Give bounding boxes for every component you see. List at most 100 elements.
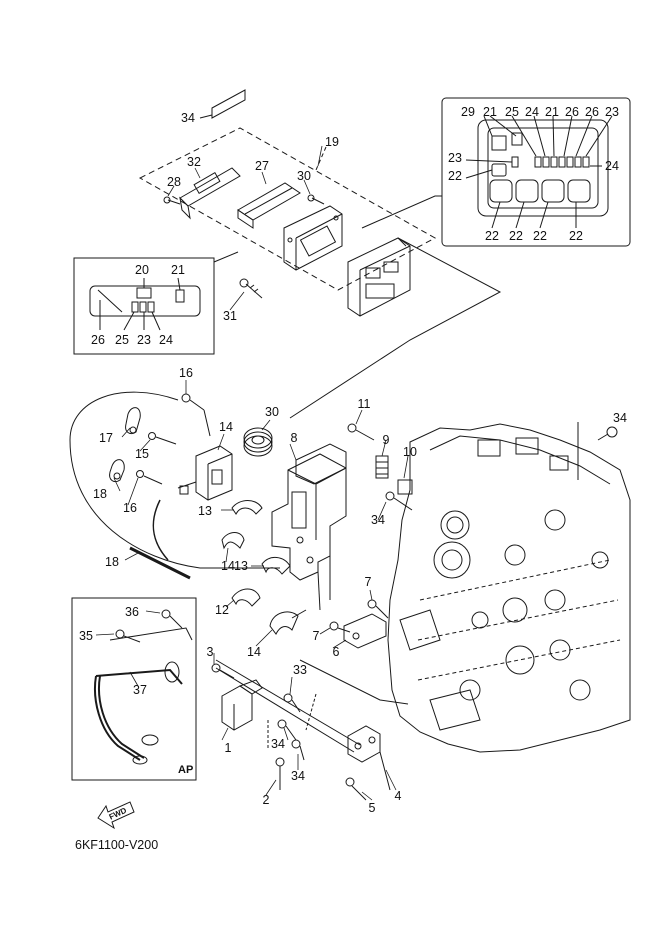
- callout-callouts-42: 34: [181, 111, 195, 125]
- callout-callouts-20: 16: [179, 366, 193, 380]
- inset-ap-tag: AP: [178, 764, 193, 776]
- callout-callouts-37: 33: [293, 663, 307, 677]
- clamp-13-upper-shape: [231, 500, 263, 515]
- screw-30-left-shape: [163, 196, 181, 205]
- callout-callouts-34: 28: [167, 175, 181, 189]
- callout-callouts-16: 14: [247, 645, 261, 659]
- clamp-13-lower-shape: [261, 557, 291, 575]
- callout-detail_bottom_labels-0: 22: [485, 229, 499, 243]
- callout-callouts-35: 30: [297, 169, 311, 183]
- callout-callouts-39: 34: [291, 769, 305, 783]
- callout-callouts-5: 6: [333, 645, 340, 659]
- callout-callouts-15: 14: [221, 559, 235, 573]
- callout-callouts-32: 32: [187, 155, 201, 169]
- callout-callouts-7: 7: [313, 629, 320, 643]
- callout-callouts-14: 13: [234, 559, 248, 573]
- ecu-module-shape: [347, 237, 411, 317]
- callout-detail_side_labels-2: 24: [605, 159, 619, 173]
- bracket-8-shape: [271, 443, 347, 611]
- callout-detail_top_labels-1: 21: [483, 105, 497, 119]
- callout-callouts-22: 18: [93, 487, 107, 501]
- callout-callouts-24: 19: [325, 135, 339, 149]
- bolt-34-bottom-shape: [291, 739, 305, 761]
- callout-callouts-3: 4: [395, 789, 402, 803]
- rubber-33-shape: [243, 427, 273, 457]
- callout-callouts-33: 27: [255, 159, 269, 173]
- bolt-3-shape: [211, 663, 235, 679]
- callout-leaders: [95, 145, 409, 801]
- callout-callouts-21: 17: [99, 431, 113, 445]
- ecu-housing-shape: [283, 205, 343, 271]
- detail-box-right: [441, 97, 631, 247]
- clamp-14-lower-shape: [269, 609, 307, 635]
- callout-callouts-40: 34: [371, 513, 385, 527]
- callout-callouts-31: 31: [223, 309, 237, 323]
- bolt-34-upper-shape: [385, 491, 413, 511]
- screw-16-lower-shape: [136, 470, 163, 485]
- harness-19-shape: [69, 391, 280, 580]
- bolt-7-lower-shape: [329, 621, 351, 633]
- callout-callouts-8: 8: [291, 431, 298, 445]
- callout-callouts-23: 18: [105, 555, 119, 569]
- callout-callouts-26: 21: [171, 263, 185, 277]
- callout-callouts-19: 16: [123, 501, 137, 515]
- callout-callouts-6: 7: [365, 575, 372, 589]
- callout-detail_side_labels-0: 23: [448, 151, 462, 165]
- clip-18-lower-shape: [109, 459, 125, 483]
- callout-callouts-11: 11: [358, 397, 371, 411]
- bracket-6-shape: [343, 613, 387, 649]
- callout-callouts-13: 13: [198, 504, 212, 518]
- callout-callouts-2: 3: [207, 645, 214, 659]
- callout-detail_top_labels-3: 24: [525, 105, 539, 119]
- callout-callouts-4: 5: [369, 801, 376, 815]
- holder-4-shape: [347, 725, 391, 791]
- callout-callouts-10: 10: [403, 445, 417, 459]
- screw-16-upper-shape: [148, 432, 177, 445]
- bolt-34-lower-shape: [277, 719, 297, 741]
- bolt-34-right-shape: [577, 422, 618, 480]
- callout-callouts-27: 25: [115, 333, 129, 347]
- relay-1-shape: [215, 659, 361, 753]
- callout-detail_top_labels-2: 25: [505, 105, 519, 119]
- callout-callouts-41: 34: [613, 411, 627, 425]
- bolt-11-shape: [347, 423, 375, 441]
- callout-detail_top_labels-0: 29: [461, 105, 475, 119]
- bolt-34-mid-shape: [283, 693, 301, 713]
- callout-callouts-28: 23: [137, 333, 151, 347]
- drawing-code: 6KF1100-V200: [75, 838, 158, 852]
- callout-detail_top_labels-6: 26: [585, 105, 599, 119]
- part-27-shape: [179, 167, 241, 220]
- callout-callouts-25: 20: [135, 263, 149, 277]
- callout-callouts-30: 26: [91, 333, 105, 347]
- collar-10-shape: [397, 479, 413, 495]
- callout-detail_top_labels-5: 26: [565, 105, 579, 119]
- callout-callouts-0: 1: [225, 741, 232, 755]
- callout-callouts-12: 12: [215, 603, 229, 617]
- part-28-shape: [237, 182, 301, 229]
- bolt-5-shape: [345, 777, 367, 801]
- screw-30-right-shape: [307, 194, 325, 205]
- detail-box-left: [73, 251, 239, 355]
- callout-detail_bottom_labels-2: 22: [533, 229, 547, 243]
- callout-callouts-44: 36: [125, 605, 139, 619]
- callout-callouts-18: 15: [135, 447, 149, 461]
- callout-callouts-1: 2: [263, 793, 270, 807]
- callout-callouts-36: 30: [265, 405, 279, 419]
- callout-callouts-38: 34: [271, 737, 285, 751]
- fwd-arrow-shape: [97, 801, 135, 830]
- inset-box-ap: [71, 597, 197, 781]
- clamp-14-upper-shape: [221, 532, 245, 550]
- clip-18-upper-shape: [125, 407, 141, 435]
- part-35-shape: [199, 89, 246, 119]
- engine-block-shape: [387, 423, 631, 753]
- callout-callouts-9: 9: [383, 433, 390, 447]
- spring-9-shape: [375, 455, 389, 479]
- bolt-17-shape: [181, 393, 211, 437]
- callout-callouts-17: 14: [219, 420, 233, 434]
- callout-detail_top_labels-4: 21: [545, 105, 559, 119]
- callout-detail_bottom_labels-3: 22: [569, 229, 583, 243]
- callout-detail_bottom_labels-1: 22: [509, 229, 523, 243]
